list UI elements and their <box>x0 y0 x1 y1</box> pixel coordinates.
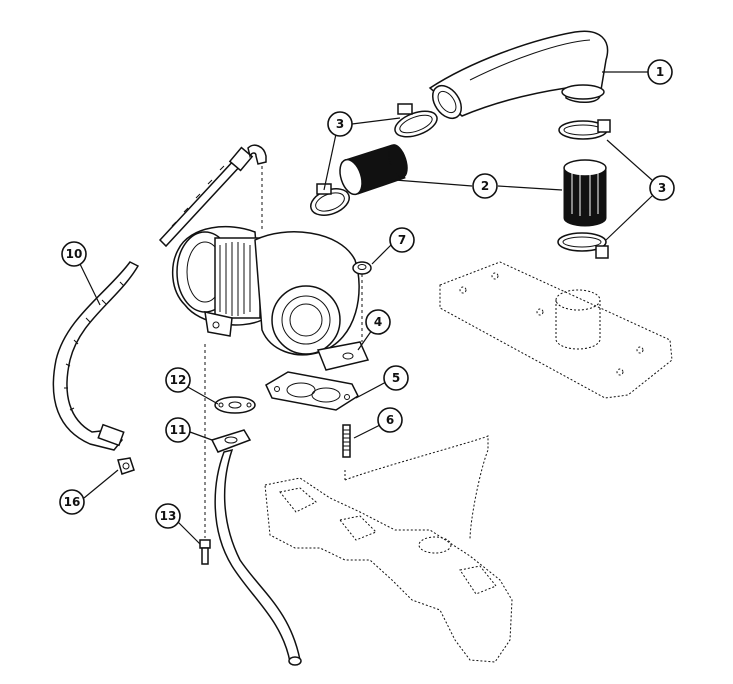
svg-text:13: 13 <box>160 509 177 523</box>
hose-clamp-upper-left <box>394 103 438 138</box>
callout-3-left: 3 <box>327 111 353 137</box>
svg-text:7: 7 <box>398 233 406 247</box>
hose-left <box>339 144 408 196</box>
hose-clamp-lower-right <box>557 232 609 259</box>
svg-text:12: 12 <box>170 373 187 387</box>
callout-2: 2 <box>472 173 498 199</box>
svg-text:16: 16 <box>64 495 81 509</box>
svg-text:11: 11 <box>170 423 187 437</box>
stud <box>342 424 351 458</box>
leader-lines <box>79 71 653 545</box>
nut <box>352 261 372 342</box>
svg-text:3: 3 <box>658 181 666 195</box>
oil-supply-tube <box>158 144 267 248</box>
oil-drain-tube <box>210 429 302 666</box>
hose-fitting <box>117 457 135 475</box>
callout-4: 4 <box>365 309 391 335</box>
hose-right <box>563 159 607 227</box>
oil-supply-hose <box>52 261 140 451</box>
svg-text:2: 2 <box>481 179 489 193</box>
elbow-pipe <box>428 30 609 120</box>
oil-drain-gasket <box>214 396 256 414</box>
svg-text:10: 10 <box>66 247 83 261</box>
svg-text:6: 6 <box>386 413 394 427</box>
turbo-gasket <box>265 371 359 411</box>
svg-text:1: 1 <box>656 65 664 79</box>
svg-text:4: 4 <box>374 315 382 329</box>
callout-1: 1 <box>647 59 673 85</box>
bolt <box>199 344 211 565</box>
callout-13: 13 <box>155 503 181 529</box>
exhaust-manifold <box>264 435 513 663</box>
intake-plate <box>439 261 673 399</box>
callout-6: 6 <box>377 407 403 433</box>
svg-text:5: 5 <box>392 371 400 385</box>
callout-7: 7 <box>389 227 415 253</box>
callout-3-right: 3 <box>649 175 675 201</box>
turbocharger <box>171 226 370 371</box>
callout-11: 11 <box>165 417 191 443</box>
callout-10: 10 <box>61 241 87 267</box>
callout-16: 16 <box>59 489 85 515</box>
svg-text:3: 3 <box>336 117 344 131</box>
hose-clamp-upper-right <box>558 119 611 140</box>
callout-5: 5 <box>383 365 409 391</box>
callout-12: 12 <box>165 367 191 393</box>
